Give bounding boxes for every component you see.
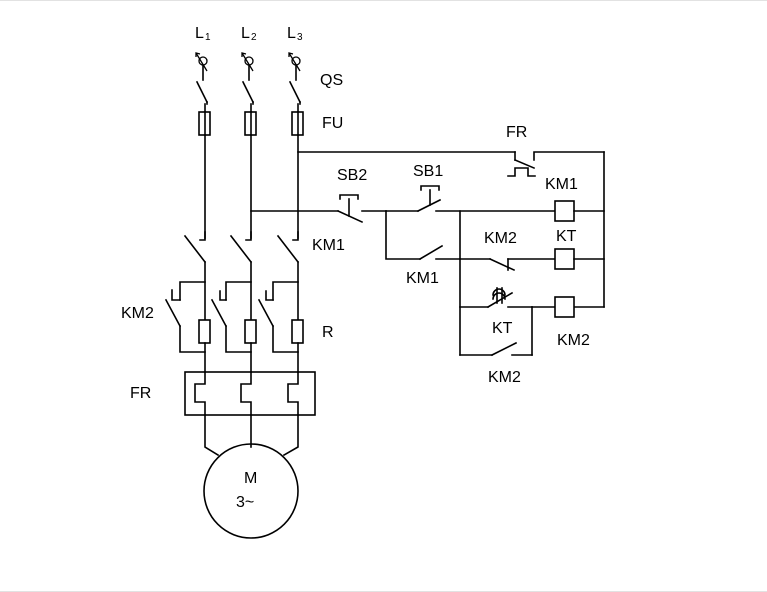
svg-text:L: L: [195, 25, 204, 42]
km1-coil-label: KM1: [545, 176, 578, 193]
qs-label: QS: [320, 72, 343, 89]
svg-text:2: 2: [251, 32, 257, 43]
motor-type-label: 3~: [236, 494, 254, 511]
supply-terminal-l2: [241, 52, 254, 72]
motor-symbol: [203, 443, 299, 539]
top-border: [0, 0, 767, 1]
sb2-label: SB2: [337, 167, 367, 184]
km1-aux-label: KM1: [406, 270, 439, 287]
km2-no-label: KM2: [488, 369, 521, 386]
km1-main-label: KM1: [312, 237, 345, 254]
phase-label-l1: L 1: [195, 25, 211, 43]
kt-contact-label: KT: [492, 320, 513, 337]
fr-ctrl-label: FR: [506, 124, 527, 141]
km2-main-label: KM2: [121, 305, 154, 322]
supply-terminal-l3: [288, 52, 301, 72]
km2-coil: [554, 296, 575, 318]
km2-coil-branch: [531, 306, 605, 356]
fu-label: FU: [322, 115, 343, 132]
fr-main-label: FR: [130, 385, 151, 402]
fuses: [198, 103, 304, 136]
motor-m-label: M: [244, 470, 257, 487]
resistors: [198, 319, 304, 373]
svg-text:1: 1: [205, 32, 211, 43]
motor-leads: [204, 414, 299, 457]
km2-nc-contact: [459, 257, 556, 272]
svg-text:3: 3: [297, 32, 303, 43]
supply-terminal-l1: [195, 52, 208, 72]
sb1-button: [385, 185, 556, 213]
km2-nc-label: KM2: [484, 230, 517, 247]
km2-coil-label: KM2: [557, 332, 590, 349]
control-supply-wires: [250, 151, 516, 212]
fr-nc-contact: [507, 151, 605, 177]
kt-timed-contact: [459, 287, 533, 309]
km1-coil: [554, 200, 575, 222]
qs-switch: [195, 65, 302, 105]
phase-label-l2: L 2: [241, 25, 257, 43]
kt-coil: [554, 248, 575, 270]
sb2-button: [336, 194, 387, 224]
fr-thermal-relay: [184, 371, 316, 416]
sb1-label: SB1: [413, 163, 443, 180]
km2-no-contact: [459, 341, 533, 357]
r-label: R: [322, 324, 334, 341]
phase-label-l3: L 3: [287, 25, 303, 43]
svg-text:L: L: [287, 25, 296, 42]
km1-main-contacts: [183, 231, 300, 321]
km1-aux-contact: [385, 210, 461, 356]
km2-bypass-contacts: [164, 281, 299, 353]
main-bus-wires: [204, 134, 299, 239]
kt-coil-label: KT: [556, 228, 577, 245]
svg-text:L: L: [241, 25, 250, 42]
